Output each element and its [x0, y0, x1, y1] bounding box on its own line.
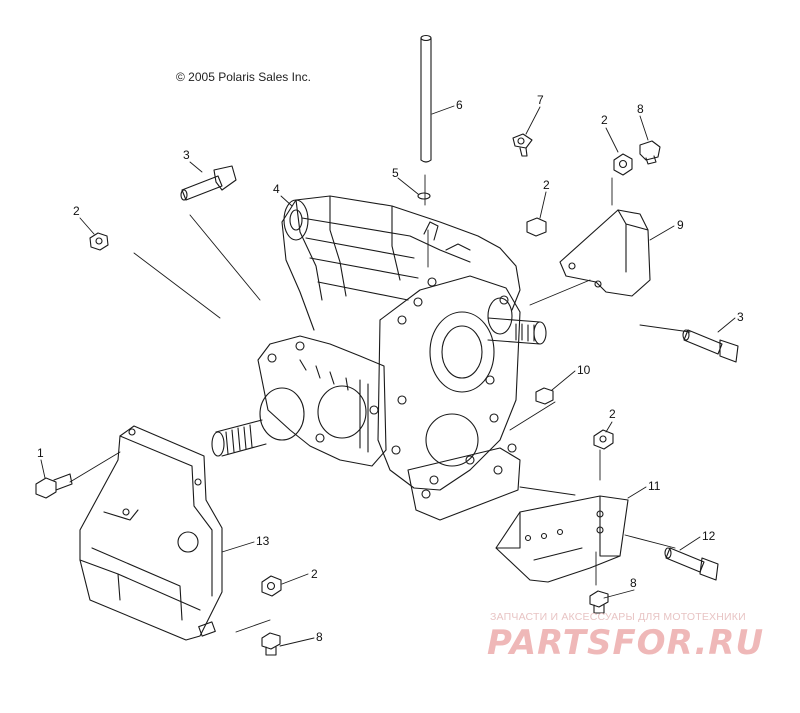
bracket-part-9 — [559, 209, 651, 297]
washer-part-2-middle — [526, 217, 547, 237]
callout-labels: 1 2 2 2 2 2 3 3 4 5 6 7 8 8 8 9 10 11 12… — [37, 93, 744, 644]
nut-part-2-upper-left — [89, 232, 109, 251]
callout-4: 4 — [273, 182, 280, 196]
callout-leaders — [40, 105, 736, 647]
watermark-caption: ЗАПЧАСТИ И АКСЕССУАРЫ ДЛЯ МОТОТЕХНИКИ — [490, 611, 746, 623]
nut-part-2-top-right — [613, 153, 633, 176]
callout-7: 7 — [537, 93, 544, 107]
bolt-part-3-right — [682, 329, 739, 363]
gearcase-part-4 — [211, 195, 547, 521]
bolt-part-3-left — [180, 165, 237, 201]
callout-1: 1 — [37, 446, 44, 460]
bolt-part-8-top — [639, 140, 661, 165]
rod-part-6 — [420, 34, 432, 163]
nut-part-2-right — [593, 429, 614, 450]
skid-plate-part-13 — [79, 425, 223, 641]
callout-8-top: 8 — [637, 102, 644, 116]
callout-3-left: 3 — [183, 148, 190, 162]
bolt-part-12 — [664, 547, 719, 581]
nut-part-2-bottom — [261, 575, 282, 597]
callout-3-right: 3 — [737, 310, 744, 324]
callout-8-bottom-left: 8 — [316, 630, 323, 644]
callout-9: 9 — [677, 218, 684, 232]
callout-5: 5 — [392, 166, 399, 180]
clip-part-7 — [512, 133, 533, 157]
callout-6: 6 — [456, 98, 463, 112]
watermark-logo: PARTSFOR.RU — [487, 623, 765, 663]
callout-2-right: 2 — [609, 407, 616, 421]
copyright-text: © 2005 Polaris Sales Inc. — [176, 70, 311, 84]
ring-part-5 — [417, 192, 431, 200]
bolt-part-8-bottom-right — [589, 590, 609, 614]
callout-11: 11 — [648, 479, 661, 493]
callout-10: 10 — [577, 363, 591, 377]
callout-2-top-right: 2 — [601, 113, 608, 127]
callout-13: 13 — [256, 534, 270, 548]
callout-8-bottom-right: 8 — [630, 576, 637, 590]
bolt-part-1 — [35, 473, 73, 499]
leader-lines — [69, 174, 691, 633]
callout-12: 12 — [702, 529, 716, 543]
callout-2-middle: 2 — [543, 178, 550, 192]
bolt-part-8-bottom-left — [261, 632, 281, 656]
callout-2-upper-left: 2 — [73, 204, 80, 218]
callout-2-bottom: 2 — [311, 567, 318, 581]
nut-part-10 — [535, 387, 554, 405]
bracket-part-11 — [495, 495, 629, 583]
